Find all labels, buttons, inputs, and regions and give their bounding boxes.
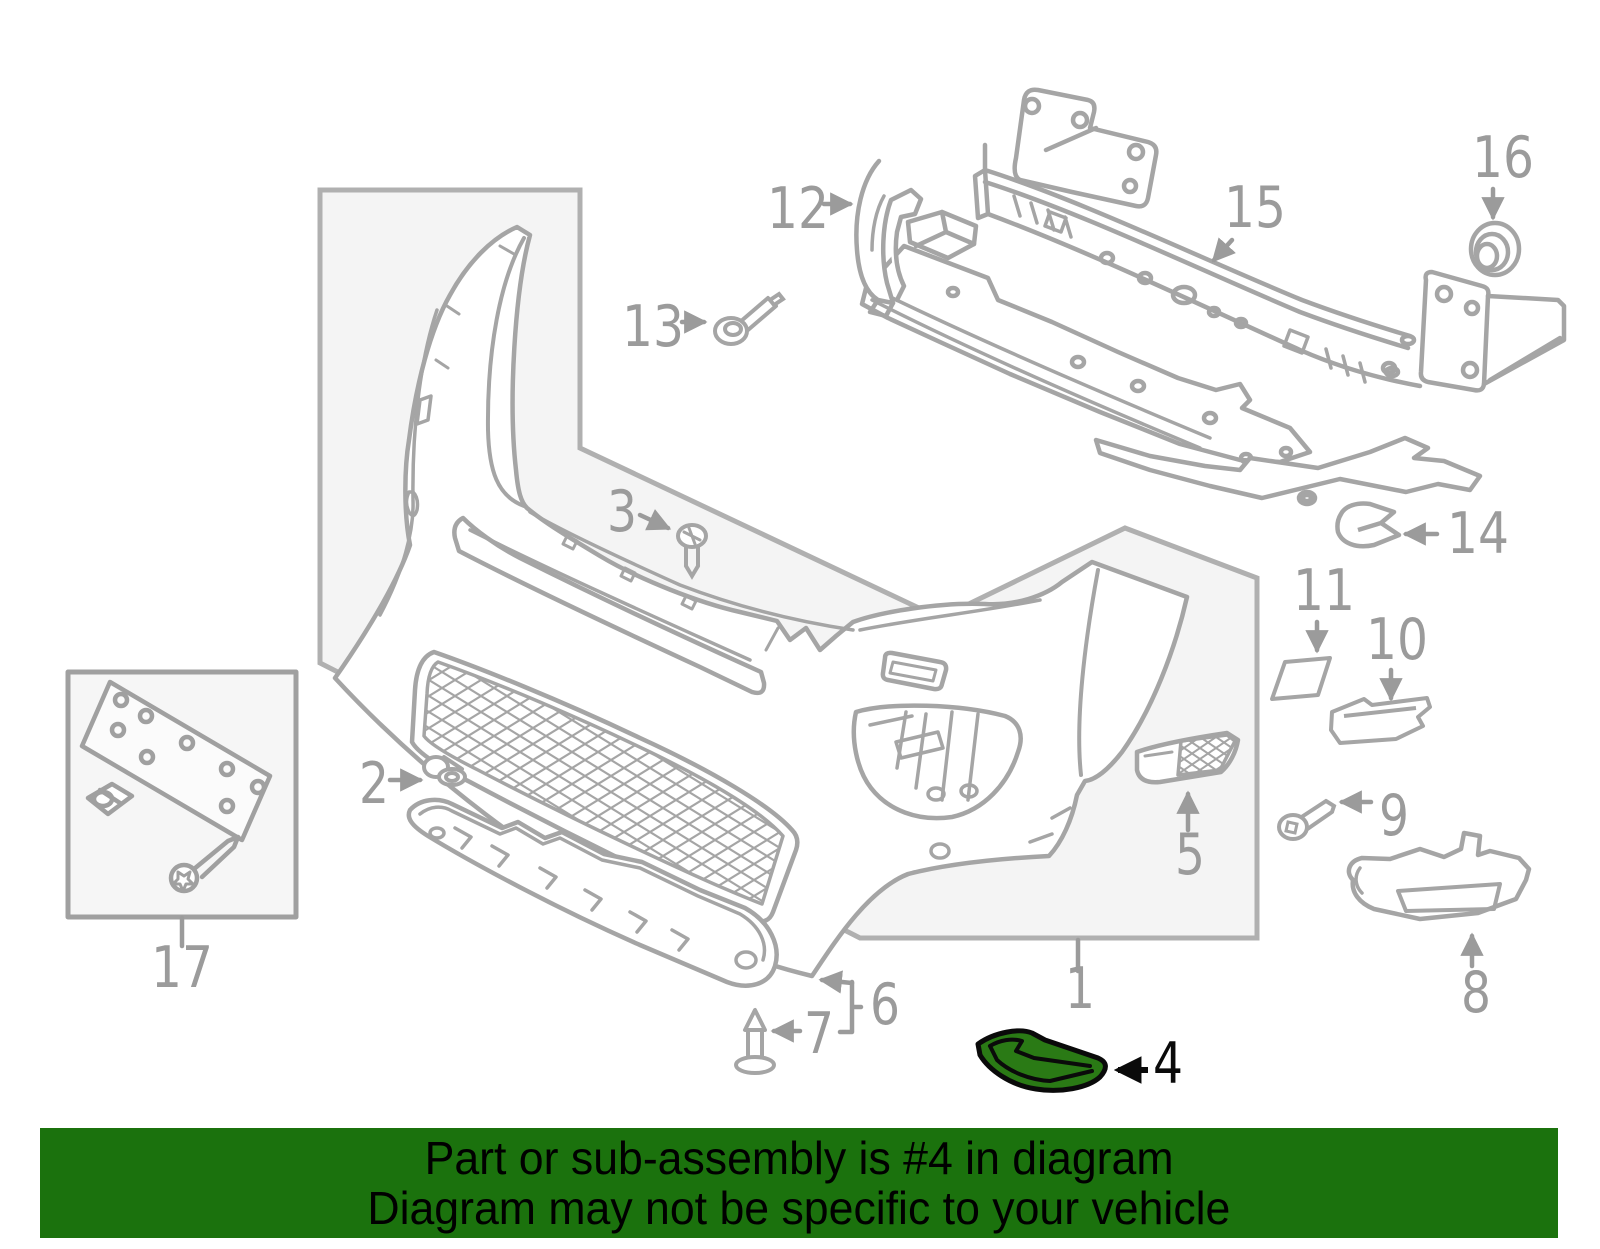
callout-10: 10 bbox=[1366, 607, 1428, 673]
callout-12: 12 bbox=[767, 176, 829, 242]
part-shape-6-deflector bbox=[406, 797, 779, 988]
part-shape-2-clip bbox=[422, 755, 467, 787]
banner-line-1: Part or sub-assembly is #4 in diagram bbox=[424, 1132, 1174, 1184]
callout-15: 15 bbox=[1224, 175, 1286, 241]
part-shape-14-clip bbox=[1335, 501, 1402, 549]
callout-11: 11 bbox=[1293, 558, 1355, 624]
callout-16: 16 bbox=[1472, 125, 1534, 191]
callout-3: 3 bbox=[607, 479, 637, 545]
callout-7: 7 bbox=[804, 1001, 834, 1067]
callout-1: 1 bbox=[1065, 956, 1095, 1022]
part-shape-9-screw bbox=[1277, 799, 1337, 841]
part-shape-3-screw bbox=[676, 523, 708, 580]
callout-5: 5 bbox=[1175, 822, 1205, 888]
part-shape-12-bracket bbox=[854, 158, 924, 319]
callout-4: 4 bbox=[1153, 1031, 1183, 1097]
callout-leaders bbox=[179, 186, 1505, 1043]
part-shape-10-trim bbox=[1329, 696, 1432, 745]
part-shape-1-bumper-cover bbox=[332, 224, 1190, 979]
callout-17: 17 bbox=[151, 935, 213, 1001]
part-shape-15-impact-bar bbox=[972, 87, 1567, 393]
callout-8: 8 bbox=[1461, 960, 1491, 1026]
callout-14: 14 bbox=[1447, 501, 1509, 567]
part-shape-17-kit-box bbox=[65, 669, 299, 920]
callout-13: 13 bbox=[622, 294, 684, 360]
part-shape-13-bolt bbox=[713, 291, 786, 346]
part-shape-7-pin bbox=[734, 1008, 776, 1075]
part-shape-8-lamp bbox=[1346, 830, 1532, 922]
absorber-shape bbox=[859, 209, 1483, 507]
part-shape-4-highlighted bbox=[975, 1028, 1108, 1093]
part-shape-5-bezel bbox=[1134, 730, 1241, 785]
callout-2: 2 bbox=[359, 751, 389, 817]
banner-line-2: Diagram may not be specific to your vehi… bbox=[367, 1182, 1231, 1234]
part-shape-16-grommet bbox=[1468, 220, 1522, 278]
callout-6: 6 bbox=[870, 972, 900, 1038]
callout-9: 9 bbox=[1379, 783, 1409, 849]
highlight-banner: Part or sub-assembly is #4 in diagram Di… bbox=[40, 1128, 1558, 1238]
part-shape-11-pad bbox=[1270, 656, 1332, 701]
